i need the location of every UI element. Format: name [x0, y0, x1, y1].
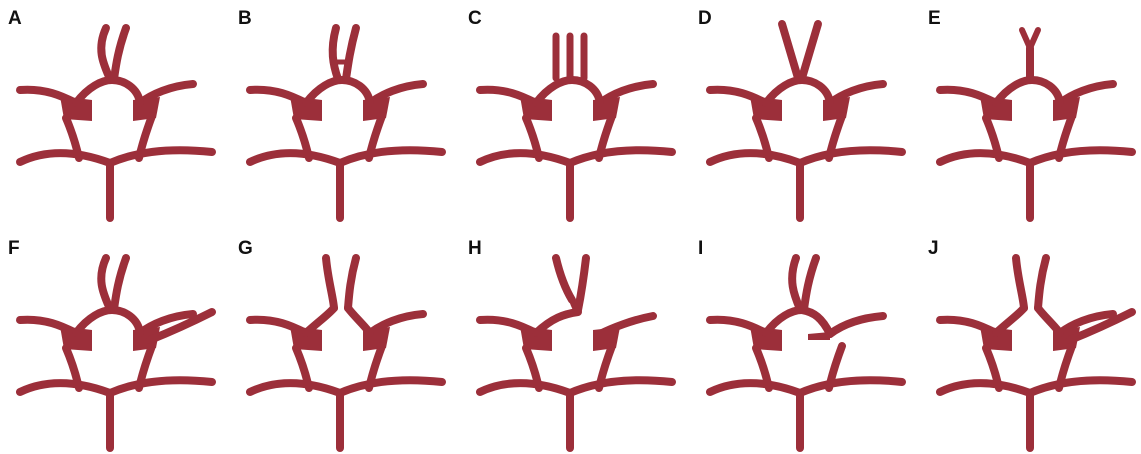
right-ica-vessel	[830, 316, 883, 334]
left-aca-vessel	[782, 24, 798, 78]
right-aca-vessel	[802, 24, 818, 78]
right-pca-vessel	[340, 380, 442, 393]
panel-e: E	[920, 0, 1141, 224]
right-aca-vessel	[1038, 258, 1046, 308]
panel-j: J	[920, 230, 1141, 454]
vessel-diagram	[460, 230, 688, 454]
left-aca-vessel	[101, 28, 110, 79]
left-pca-vessel	[250, 383, 340, 393]
left-aca-vessel	[333, 28, 338, 79]
left-a1-vessel	[766, 80, 802, 103]
right-aca-vessel	[804, 258, 816, 309]
panel-letter: G	[238, 238, 253, 260]
left-aca-vessel	[792, 258, 800, 309]
panel-i: I	[690, 230, 918, 454]
vessel-diagram	[0, 230, 228, 454]
left-a1-vessel	[76, 80, 112, 103]
right-pca-vessel	[110, 380, 212, 393]
right-a1-vessel	[572, 80, 600, 103]
left-pca-vessel	[710, 153, 800, 163]
panel-letter: A	[8, 8, 22, 30]
vessel-diagram	[460, 0, 688, 224]
panel-g: G	[230, 230, 458, 454]
right-pca-vessel	[800, 150, 902, 163]
right-a1-vessel	[1032, 80, 1060, 103]
panel-letter: H	[468, 238, 482, 260]
left-a1-vessel	[306, 80, 342, 103]
right-aca-vessel	[114, 258, 126, 309]
right-aca-vessel	[114, 28, 126, 79]
panel-letter: E	[928, 8, 941, 30]
left-pca-vessel	[480, 383, 570, 393]
panel-b: B	[230, 0, 458, 224]
panel-a: A	[0, 0, 228, 224]
right-aca-branch	[1030, 30, 1038, 48]
vessel-diagram	[0, 0, 228, 224]
left-a1-vessel	[306, 308, 334, 333]
panel-d: D	[690, 0, 918, 224]
panel-c: C	[460, 0, 688, 224]
left-pca-vessel	[250, 153, 340, 163]
vessel-diagram	[690, 230, 918, 454]
left-pca-vessel	[710, 383, 800, 393]
panel-h: H	[460, 230, 688, 454]
panel-letter: F	[8, 238, 20, 260]
right-pca-vessel	[570, 380, 672, 393]
right-ica-stump	[808, 332, 830, 340]
right-pca-vessel	[340, 150, 442, 163]
right-pca-vessel	[1030, 380, 1132, 393]
left-a1-vessel	[536, 312, 578, 333]
right-aca-vessel	[578, 258, 586, 310]
panel-letter: C	[468, 8, 482, 30]
panel-letter: J	[928, 238, 939, 260]
right-pca-vessel	[110, 150, 212, 163]
left-aca-vessel	[1016, 258, 1024, 308]
right-a1-vessel	[112, 310, 140, 333]
left-aca-vessel	[556, 258, 572, 300]
right-a1-vessel	[1038, 308, 1060, 333]
left-pca-vessel	[20, 383, 110, 393]
left-a1-vessel	[996, 80, 1032, 103]
right-pca-vessel	[800, 380, 902, 393]
right-aca-vessel	[348, 258, 356, 308]
right-ica-stump	[593, 327, 620, 351]
right-pca-vessel	[1030, 150, 1132, 163]
right-a1-vessel	[348, 308, 370, 333]
left-a1-vessel	[76, 310, 112, 333]
vessel-diagram	[230, 0, 458, 224]
right-a1-vessel	[802, 80, 830, 103]
left-pca-vessel	[940, 153, 1030, 163]
vessel-diagram	[920, 0, 1141, 224]
vessel-diagram	[230, 230, 458, 454]
left-a1-vessel	[766, 310, 802, 333]
vessel-diagram	[690, 0, 918, 224]
left-a1-vessel	[536, 80, 572, 103]
vessel-diagram	[920, 230, 1141, 454]
left-pca-vessel	[480, 153, 570, 163]
left-pca-vessel	[20, 153, 110, 163]
right-pca-vessel	[570, 150, 672, 163]
left-a1-vessel	[996, 308, 1024, 333]
panel-f: F	[0, 230, 228, 454]
left-pca-vessel	[940, 383, 1030, 393]
right-a1-vessel	[112, 80, 140, 103]
panel-letter: I	[698, 238, 703, 260]
panel-letter: B	[238, 8, 252, 30]
left-aca-vessel	[326, 258, 334, 308]
left-aca-vessel	[101, 258, 110, 309]
right-a1-vessel	[802, 310, 830, 334]
panel-letter: D	[698, 8, 712, 30]
right-aca-vessel	[346, 28, 356, 79]
right-a1-vessel	[342, 80, 370, 103]
